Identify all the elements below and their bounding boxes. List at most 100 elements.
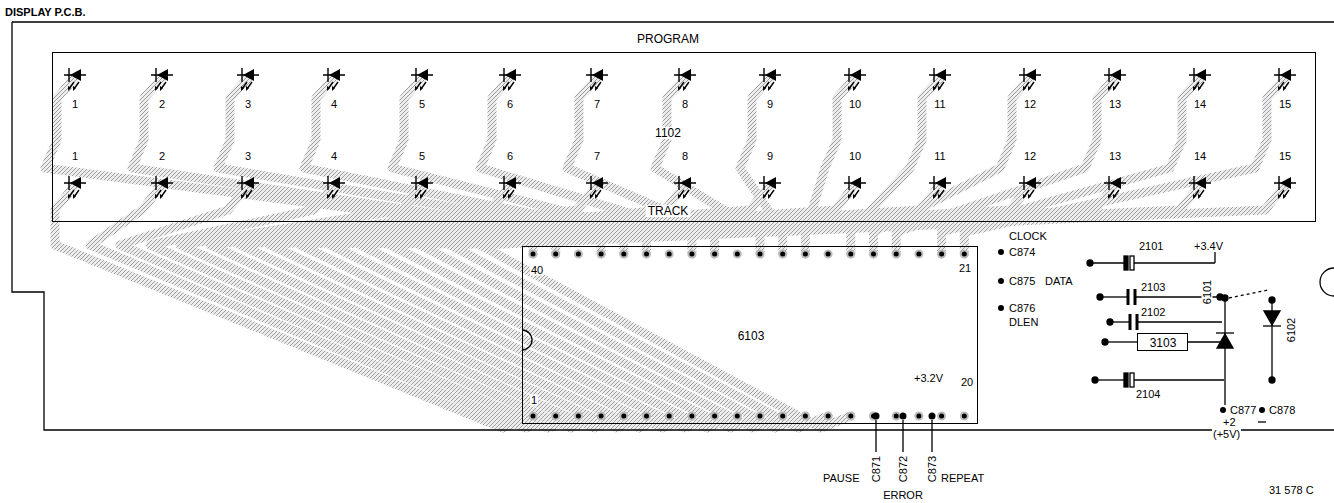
led-symbol	[1274, 176, 1296, 199]
signal-label: 1	[530, 395, 538, 406]
led-number: 2	[158, 151, 166, 162]
led-number: 4	[330, 151, 338, 162]
led-symbol	[411, 68, 433, 91]
signal-label: C877	[1229, 405, 1257, 416]
signal-label: C873	[927, 455, 938, 483]
ic-package: 6103	[522, 246, 978, 424]
led-symbol	[237, 68, 259, 91]
signal-label: 31 578 C	[1268, 485, 1315, 496]
led-number: 1	[71, 151, 79, 162]
led-number: 3	[244, 99, 252, 110]
ic-pad	[598, 413, 605, 420]
led-symbol	[674, 176, 696, 199]
ic-pad	[915, 413, 922, 420]
ic-pad	[734, 251, 741, 258]
ic-pad	[847, 413, 854, 420]
signal-label: REPEAT	[940, 473, 985, 484]
node-label: 3103	[1148, 337, 1179, 349]
connector-leads	[876, 420, 1266, 452]
led-number: 10	[848, 151, 862, 162]
led-symbol	[674, 68, 696, 91]
node-label: PROGRAM	[635, 33, 701, 45]
ic-pad	[643, 413, 650, 420]
signal-label: ERROR	[882, 490, 924, 501]
led-symbol	[64, 176, 86, 199]
signal-label: DLEN	[1008, 317, 1039, 328]
led-number: 9	[766, 151, 774, 162]
led-number: 12	[1023, 99, 1037, 110]
signal-label: 40	[530, 265, 544, 276]
led-number: 14	[1193, 151, 1207, 162]
ic-pad	[711, 251, 718, 258]
led-symbol	[151, 176, 173, 199]
ic-pad	[530, 251, 537, 258]
led-number: 11	[933, 151, 946, 162]
ic-pad	[530, 413, 537, 420]
signal-label: +3.4V	[1193, 241, 1224, 252]
led-symbol	[929, 68, 951, 91]
signal-label: 20	[960, 377, 974, 388]
led-symbol	[1104, 68, 1126, 91]
signal-label: C878	[1268, 405, 1296, 416]
components	[1087, 252, 1281, 405]
led-symbol	[844, 176, 866, 199]
node-label: 1102	[653, 127, 683, 139]
led-number: 4	[330, 99, 338, 110]
ic-pad	[825, 413, 832, 420]
led-symbol	[237, 176, 259, 199]
signal-label: C875	[1008, 276, 1036, 287]
led-number: 6	[506, 151, 514, 162]
led-symbol	[411, 176, 433, 199]
node-label: 6103	[736, 330, 767, 342]
ic-pad	[938, 413, 945, 420]
ic-pad	[643, 251, 650, 258]
resistor-box: 3103	[1137, 333, 1188, 351]
ic-pad	[779, 251, 786, 258]
signal-label: 2101	[1138, 241, 1164, 252]
ic-pad	[961, 413, 968, 420]
signal-label: 2103	[1140, 282, 1166, 293]
led-number: 5	[418, 99, 426, 110]
ic-pad	[802, 413, 809, 420]
signal-label: PAUSE	[822, 473, 860, 484]
led-number: 2	[158, 99, 166, 110]
signal-label: (+5V)	[1212, 429, 1241, 440]
copper-traces	[45, 78, 1285, 428]
ic-pad	[847, 251, 854, 258]
ic-pad	[734, 413, 741, 420]
ic-pad	[575, 251, 582, 258]
led-number: 13	[1108, 151, 1122, 162]
led-symbol	[1019, 68, 1041, 91]
ic-pad	[757, 413, 764, 420]
led-symbol	[499, 68, 521, 91]
led-symbol	[323, 68, 345, 91]
ic-pad	[915, 251, 922, 258]
signal-label: DATA	[1044, 276, 1074, 287]
led-symbol	[1274, 68, 1296, 91]
led-number: 9	[766, 99, 774, 110]
led-symbols	[64, 68, 1296, 199]
ic-pad	[802, 251, 809, 258]
ic-pad	[620, 413, 627, 420]
copper-trace	[964, 78, 1285, 254]
led-number: 14	[1193, 99, 1207, 110]
led-symbol	[499, 176, 521, 199]
led-symbol	[64, 68, 86, 91]
led-symbol	[759, 68, 781, 91]
ic-pad	[779, 413, 786, 420]
ic-pad	[825, 251, 832, 258]
ic-pad	[666, 251, 673, 258]
ic-pad	[552, 251, 559, 258]
led-number: 13	[1108, 99, 1122, 110]
led-symbol	[586, 68, 608, 91]
ic-pad	[598, 251, 605, 258]
led-number: 6	[506, 99, 514, 110]
led-symbol	[586, 176, 608, 199]
led-symbol	[151, 68, 173, 91]
led-number: 3	[244, 151, 252, 162]
test-points	[873, 249, 1266, 420]
led-number: 8	[681, 99, 689, 110]
